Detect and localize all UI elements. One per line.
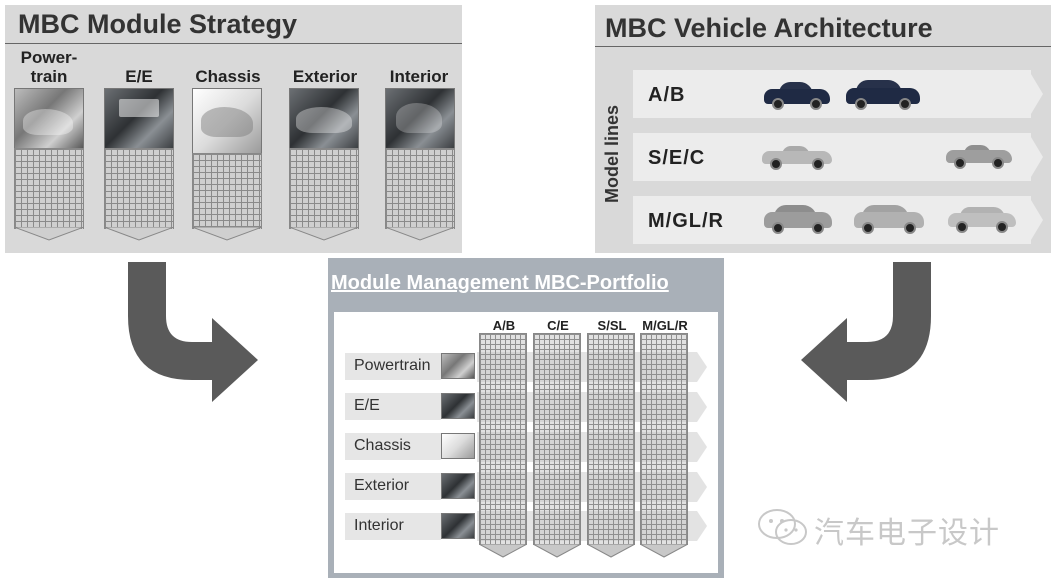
portfolio-chassis-image <box>441 433 475 459</box>
portfolio-row-chassis: Chassis <box>345 433 441 460</box>
col-label-ee: E/E <box>104 67 174 86</box>
right-curved-arrow <box>795 258 940 403</box>
chassis-frame-image <box>192 88 262 155</box>
module-strategy-title-rule <box>5 43 462 44</box>
ee-module-column <box>104 148 174 229</box>
powertrain-column-chevron <box>14 227 84 241</box>
col-label-ee-text: E/E <box>125 67 152 86</box>
portfolio-col-header-ab: A/B <box>479 318 529 333</box>
portfolio-band-exterior-tip <box>697 472 707 502</box>
portfolio-row-interior: Interior <box>345 513 441 540</box>
col-label-chassis: Chassis <box>188 67 268 86</box>
col-label-exterior-text: Exterior <box>293 67 357 86</box>
portfolio-band-powertrain-tip <box>697 352 707 382</box>
portfolio-column-ssl <box>587 333 635 545</box>
col-label-powertrain: Power- train <box>14 48 84 86</box>
portfolio-row-ee: E/E <box>345 393 441 420</box>
model-row-ab <box>633 70 1031 118</box>
portfolio-col-header-ssl: S/SL <box>587 318 637 333</box>
module-strategy-title: MBC Module Strategy <box>18 9 297 40</box>
portfolio-column-ab-chevron <box>479 544 527 558</box>
vehicle-architecture-title-rule <box>595 46 1051 47</box>
model-row-sec-label: S/E/C <box>648 147 705 170</box>
portfolio-row-exterior: Exterior <box>345 473 441 500</box>
car-interior-image <box>385 88 455 150</box>
powertrain-engine-image <box>14 88 84 150</box>
portfolio-exterior-image <box>441 473 475 499</box>
portfolio-column-mglr-chevron <box>640 544 688 558</box>
model-row-ab-tip <box>1031 74 1043 114</box>
portfolio-powertrain-image <box>441 353 475 379</box>
portfolio-row-powertrain: Powertrain <box>345 353 441 380</box>
compact-mpv-image <box>846 80 920 110</box>
compact-hatchback-image <box>764 82 830 110</box>
col-label-chassis-text: Chassis <box>195 67 260 86</box>
portfolio-row-interior-label: Interior <box>354 517 404 534</box>
ee-column-chevron <box>104 227 174 241</box>
chassis-module-column <box>192 153 262 229</box>
wagon-image <box>948 207 1016 233</box>
portfolio-ee-image <box>441 393 475 419</box>
col-label-powertrain-text: Power- train <box>14 48 84 86</box>
left-curved-arrow <box>120 258 265 403</box>
model-row-mglr-tip <box>1031 200 1043 240</box>
portfolio-band-ee-tip <box>697 392 707 422</box>
portfolio-interior-image <box>441 513 475 539</box>
portfolio-row-powertrain-label: Powertrain <box>354 357 430 374</box>
model-row-ab-label: A/B <box>648 84 685 107</box>
portfolio-column-ce <box>533 333 581 545</box>
sedan-image <box>762 146 832 170</box>
dashboard-interior-image <box>104 88 174 150</box>
chassis-column-chevron <box>192 227 262 241</box>
interior-column-chevron <box>385 227 455 241</box>
portfolio-col-header-ce: C/E <box>533 318 583 333</box>
model-row-sec-tip <box>1031 137 1043 177</box>
portfolio-col-header-mglr: M/GL/R <box>640 318 690 333</box>
vehicle-architecture-title: MBC Vehicle Architecture <box>605 13 933 44</box>
portfolio-column-ssl-chevron <box>587 544 635 558</box>
car-front-image <box>289 88 359 150</box>
watermark-text: 汽车电子设计 <box>814 508 1000 552</box>
col-label-exterior: Exterior <box>285 67 365 86</box>
interior-module-column <box>385 148 455 229</box>
portfolio-column-ce-chevron <box>533 544 581 558</box>
col-label-interior: Interior <box>382 67 456 86</box>
portfolio-row-exterior-label: Exterior <box>354 477 409 494</box>
powertrain-module-column <box>14 148 84 229</box>
portfolio-column-ab <box>479 333 527 545</box>
portfolio-title: Module Management MBC-Portfolio <box>331 272 669 295</box>
portfolio-band-chassis-tip <box>697 432 707 462</box>
col-label-interior-text: Interior <box>390 67 449 86</box>
model-row-mglr-label: M/GL/R <box>648 210 724 233</box>
wechat-icon <box>755 507 811 547</box>
suv-image-2 <box>854 205 924 234</box>
suv-image <box>764 205 832 234</box>
portfolio-column-mglr <box>640 333 688 545</box>
portfolio-band-interior-tip <box>697 511 707 541</box>
model-lines-label: Model lines <box>602 105 623 203</box>
exterior-column-chevron <box>289 227 359 241</box>
portfolio-row-chassis-label: Chassis <box>354 437 411 454</box>
exterior-module-column <box>289 148 359 229</box>
sedan-image-2 <box>946 145 1012 169</box>
portfolio-row-ee-label: E/E <box>354 397 380 414</box>
